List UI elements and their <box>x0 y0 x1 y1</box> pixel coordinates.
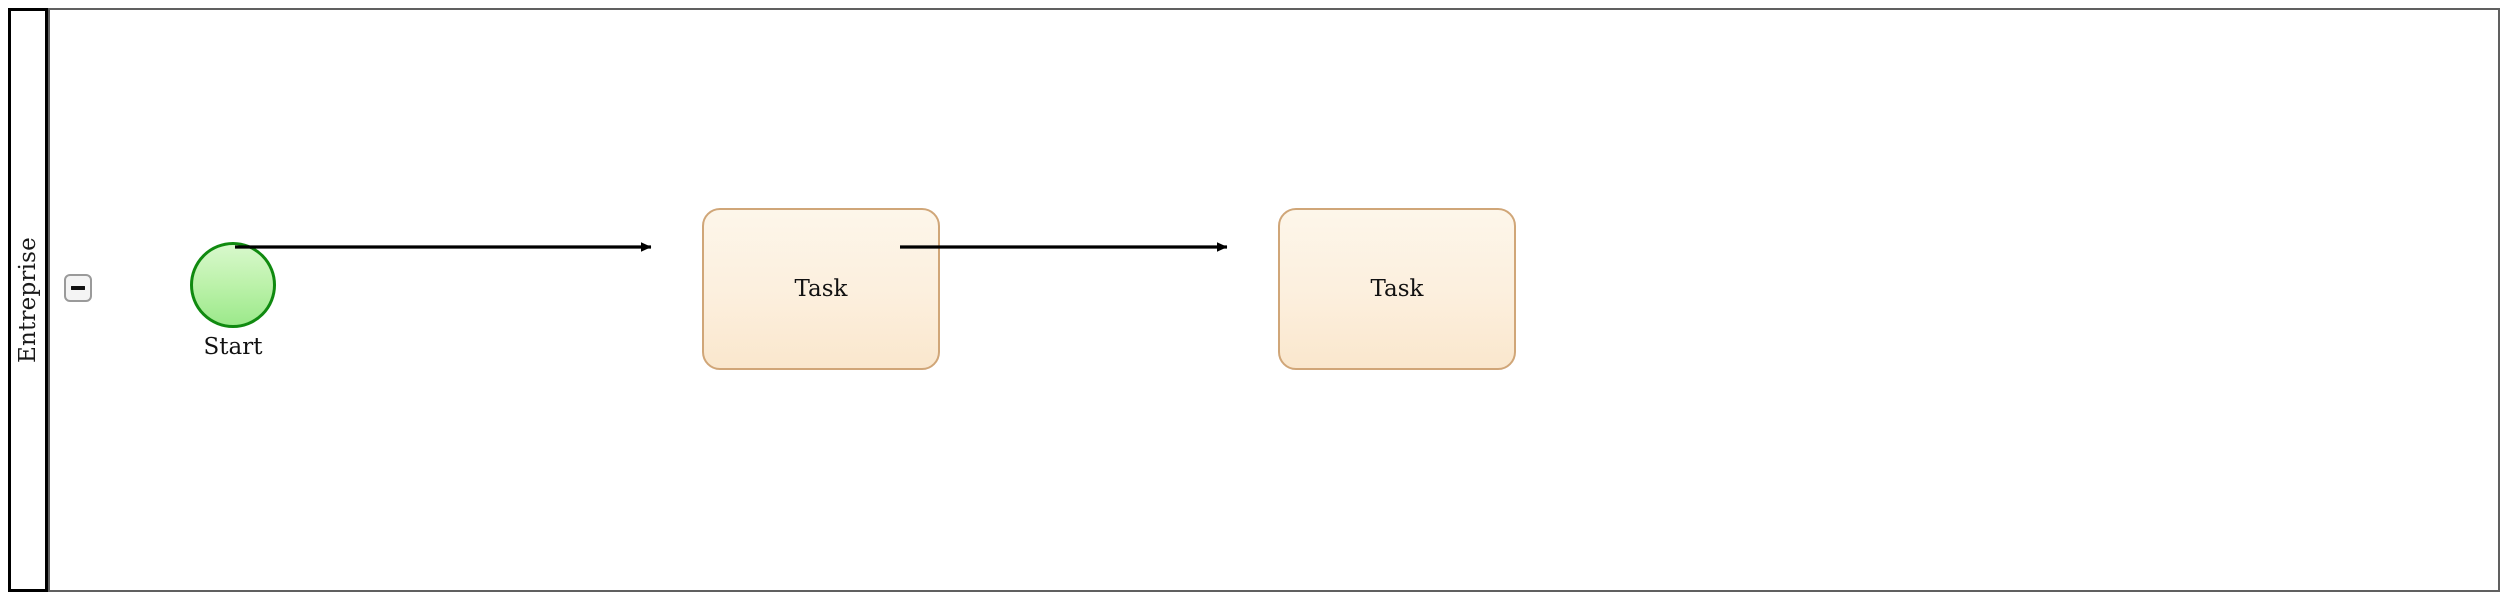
pool-header-label: Entreprise <box>14 237 41 363</box>
task-node-1[interactable]: Task <box>702 208 940 370</box>
pool-entreprise[interactable]: Entreprise Start Task Task <box>8 8 2500 592</box>
task-label: Task <box>1370 276 1424 302</box>
minus-icon <box>71 286 85 290</box>
pool-header[interactable]: Entreprise <box>8 8 48 592</box>
start-event-circle[interactable] <box>190 242 276 328</box>
task-label: Task <box>794 276 848 302</box>
start-event[interactable]: Start <box>190 242 276 360</box>
task-node-2[interactable]: Task <box>1278 208 1516 370</box>
pool-body[interactable]: Start Task Task <box>48 8 2500 592</box>
start-event-label: Start <box>203 334 263 360</box>
collapse-pool-button[interactable] <box>64 274 92 302</box>
